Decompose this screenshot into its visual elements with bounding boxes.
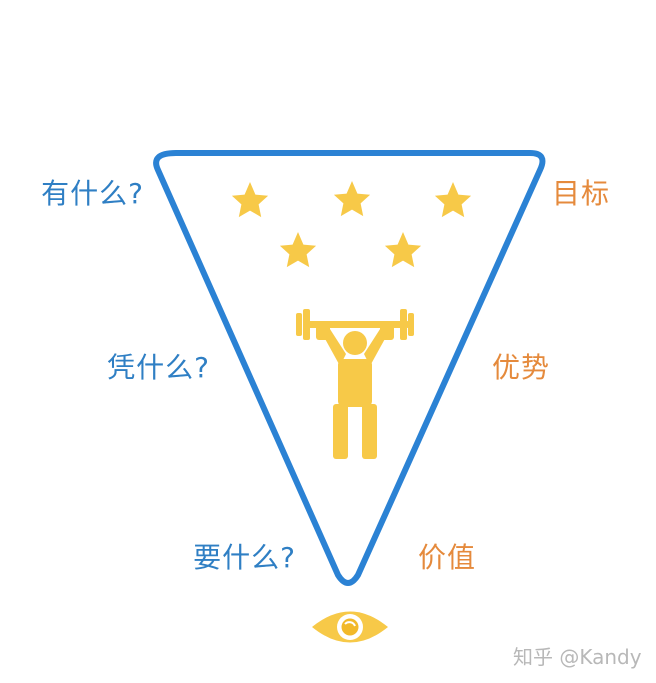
label-value: 价值: [418, 541, 477, 574]
star-icon: [279, 232, 317, 268]
star-icon: [231, 182, 269, 218]
star-icon: [333, 181, 371, 217]
star-icon: [434, 182, 472, 218]
label-advantage: 优势: [492, 351, 551, 384]
inverted-triangle: [153, 150, 546, 586]
stars-group: [231, 181, 472, 268]
weightlifter-icon: [296, 309, 414, 459]
label-what-do-you-want: 要什么?: [193, 541, 296, 574]
label-based-on-what: 凭什么?: [107, 351, 210, 384]
star-icon: [384, 232, 422, 268]
label-what-do-you-have: 有什么?: [41, 177, 144, 210]
eye-icon: [312, 611, 388, 643]
label-goal: 目标: [552, 177, 611, 210]
watermark: 知乎 @Kandy: [513, 645, 642, 669]
